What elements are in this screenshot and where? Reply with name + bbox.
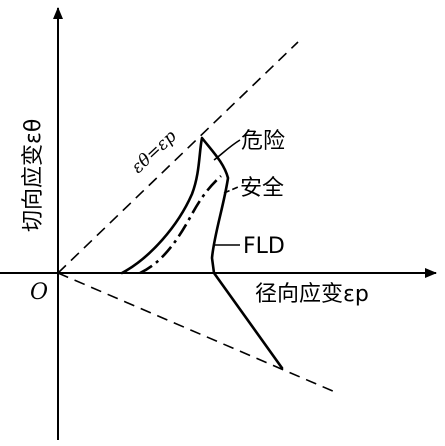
- y-axis-label: 切向应变εθ: [21, 119, 46, 232]
- danger-leader-line: [213, 139, 241, 161]
- equal-strain-diagonal-line: [57, 41, 299, 274]
- fld-curve: [120, 136, 284, 370]
- diagonal-label: εθ=εp: [128, 126, 181, 177]
- danger-label: 危险: [241, 129, 285, 154]
- safe-curve: [139, 175, 222, 275]
- origin-label: O: [30, 280, 48, 305]
- safe-leader-line: [223, 186, 239, 194]
- fld-label: FLD: [243, 234, 285, 259]
- x-axis-label: 径向应变εp: [255, 282, 369, 307]
- safe-label: 安全: [240, 176, 284, 201]
- lower-dashed-line: [57, 272, 336, 393]
